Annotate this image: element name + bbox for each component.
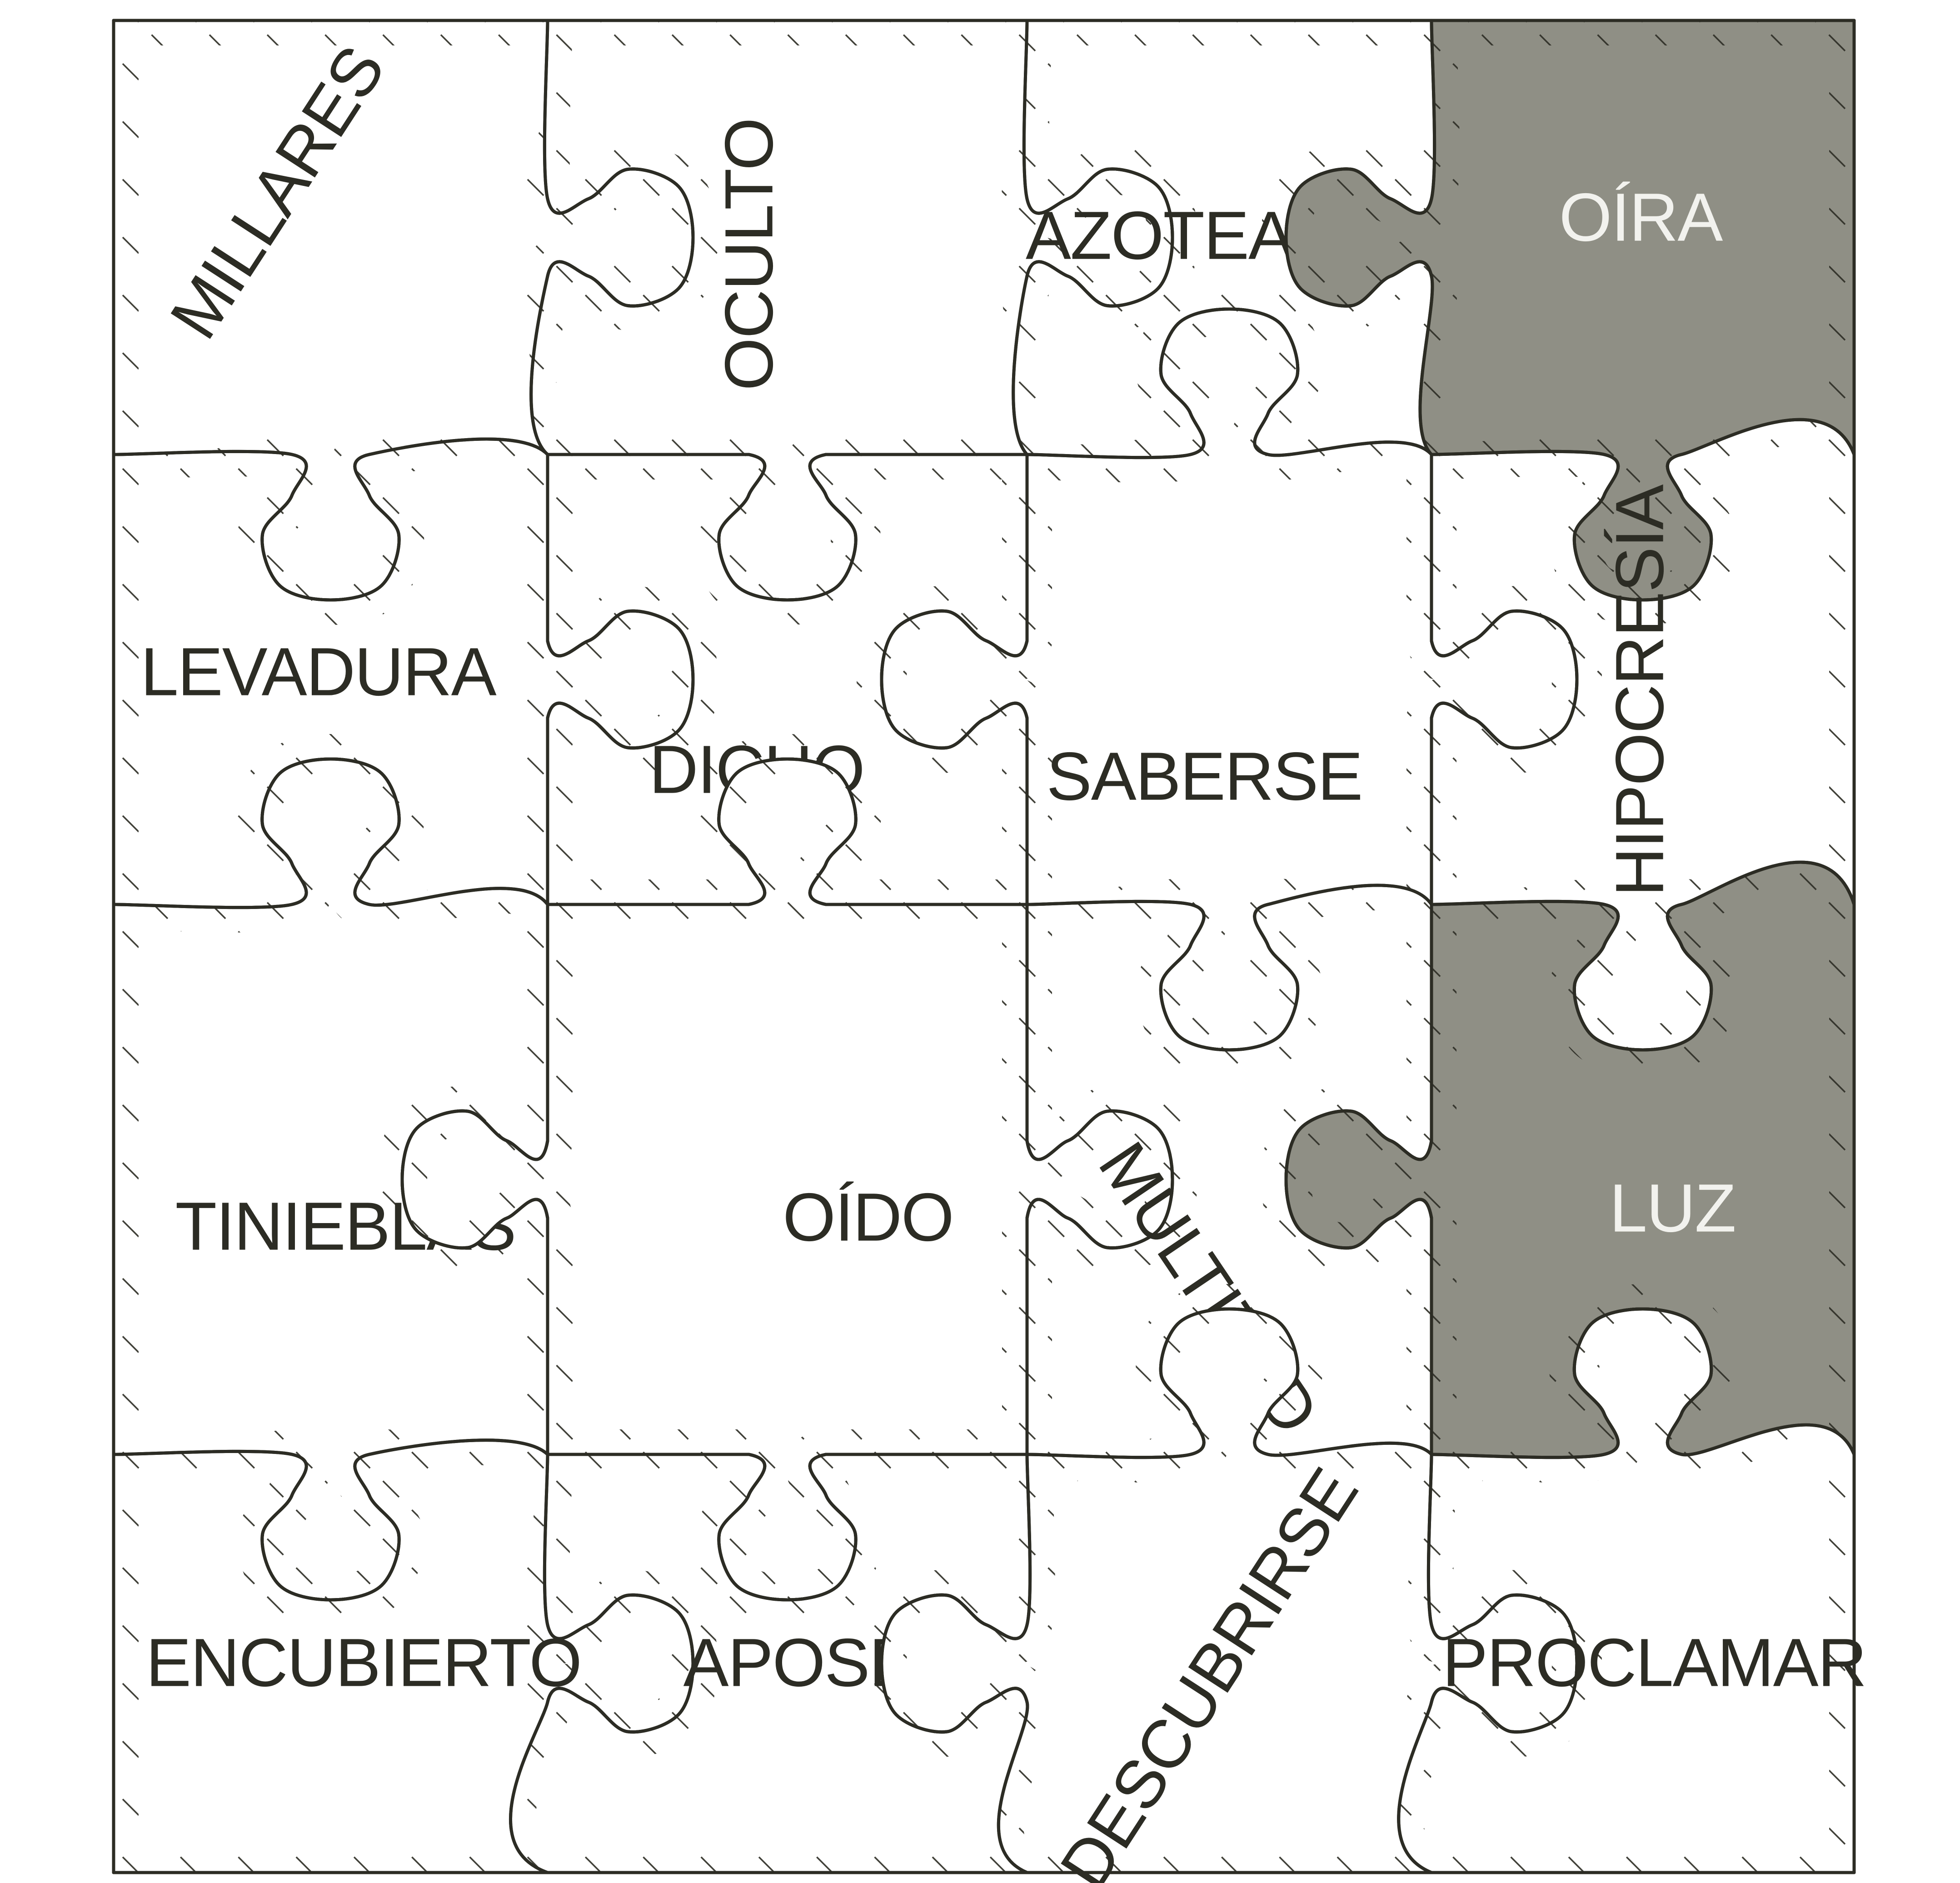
piece-word: ENCUBIERTO xyxy=(146,1624,581,1701)
puzzle-piece-dicho: DICHO xyxy=(546,453,1029,906)
piece-word: HIPOCRESÍA xyxy=(1601,484,1678,896)
piece-word: OÍRA xyxy=(1559,179,1723,255)
puzzle-pieces: MILLARESOCULTOAZOTEASOÍRALEVADURADICHOSA… xyxy=(112,19,1867,1883)
piece-word: OÍDO xyxy=(783,1179,953,1255)
piece-word: OCULTO xyxy=(711,118,787,390)
puzzle-piece-proclamar: PROCLAMAR xyxy=(1397,1307,1867,1874)
piece-word: LUZ xyxy=(1609,1170,1735,1246)
piece-outline xyxy=(1397,1307,1856,1874)
piece-word: PROCLAMAR xyxy=(1442,1624,1866,1701)
piece-word: LEVADURA xyxy=(140,634,496,710)
puzzle-piece-descubrirse: DESCUBRIRSE xyxy=(880,1307,1579,1883)
piece-word: SABERSE xyxy=(1047,738,1362,814)
